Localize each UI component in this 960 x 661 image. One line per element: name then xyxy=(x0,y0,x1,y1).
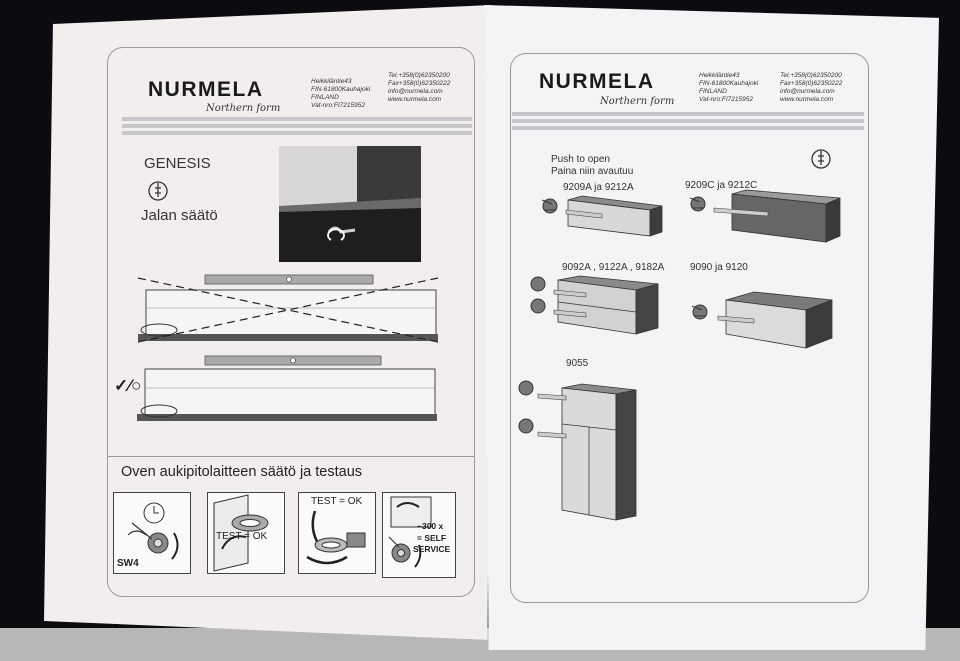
instruction-fi: Paina niin avautuu xyxy=(551,166,634,177)
step-4-service: SERVICE xyxy=(413,544,451,554)
step-4-equals: = SELF xyxy=(417,533,447,543)
model-label-5: 9055 xyxy=(566,358,589,369)
cabinet-9209C-illustration xyxy=(689,189,841,243)
step-4-count: ~300 x xyxy=(417,521,444,531)
leg-adjust-photo xyxy=(279,146,421,262)
hinge-step-2: TEST = OK xyxy=(207,492,285,574)
hinge-section-title: Oven aukipitolaitteen säätö ja testaus xyxy=(121,464,363,480)
model-label-3: 9092A , 9122A , 9182A xyxy=(562,262,665,273)
leg-level-wrong-diagram xyxy=(137,274,439,343)
company-tagline: Northern form xyxy=(206,103,281,114)
left-page-frame xyxy=(107,47,475,597)
clock-wrench-illustration xyxy=(127,502,179,560)
self-service-illustration xyxy=(388,496,432,568)
section-divider xyxy=(108,456,474,457)
header-band xyxy=(122,117,472,121)
company-tagline: Northern form xyxy=(600,96,675,107)
step-2-label: TEST = OK xyxy=(216,531,268,542)
adjust-icon xyxy=(148,181,168,201)
cabinet-9055-illustration xyxy=(518,380,637,521)
header-band xyxy=(512,119,864,123)
header-band xyxy=(512,126,864,130)
model-label-2: 9209C ja 9212C xyxy=(685,180,758,191)
header-band xyxy=(122,131,472,135)
instruction-en: Push to open xyxy=(551,154,610,165)
step-3-label: TEST = OK xyxy=(311,496,363,507)
leg-level-ok-diagram xyxy=(137,355,437,421)
company-logo: NURMELA xyxy=(148,78,264,101)
model-label-1: 9209A ja 9212A xyxy=(563,182,634,193)
adjust-icon xyxy=(811,149,831,169)
header-band xyxy=(122,124,472,128)
hinge-test-illustration xyxy=(306,510,366,565)
product-name: GENESIS xyxy=(144,155,211,172)
right-page-frame xyxy=(510,53,869,603)
cabinet-9090-illustration xyxy=(691,291,833,349)
hinge-step-4: ~300 x = SELF SERVICE xyxy=(382,492,456,578)
ok-symbol: ✓⁄○ xyxy=(114,376,142,395)
cabinet-9209A-illustration xyxy=(541,195,663,237)
cabinet-9092A-illustration xyxy=(530,275,659,335)
section-title: Jalan säätö xyxy=(141,207,218,224)
step-1-label: SW4 xyxy=(117,558,139,569)
header-band xyxy=(512,112,864,116)
hinge-step-3: TEST = OK xyxy=(298,492,376,574)
model-label-4: 9090 ja 9120 xyxy=(690,262,748,273)
hinge-open-illustration xyxy=(213,494,269,572)
company-logo: NURMELA xyxy=(539,70,655,93)
hinge-step-1: SW4 xyxy=(113,492,191,574)
